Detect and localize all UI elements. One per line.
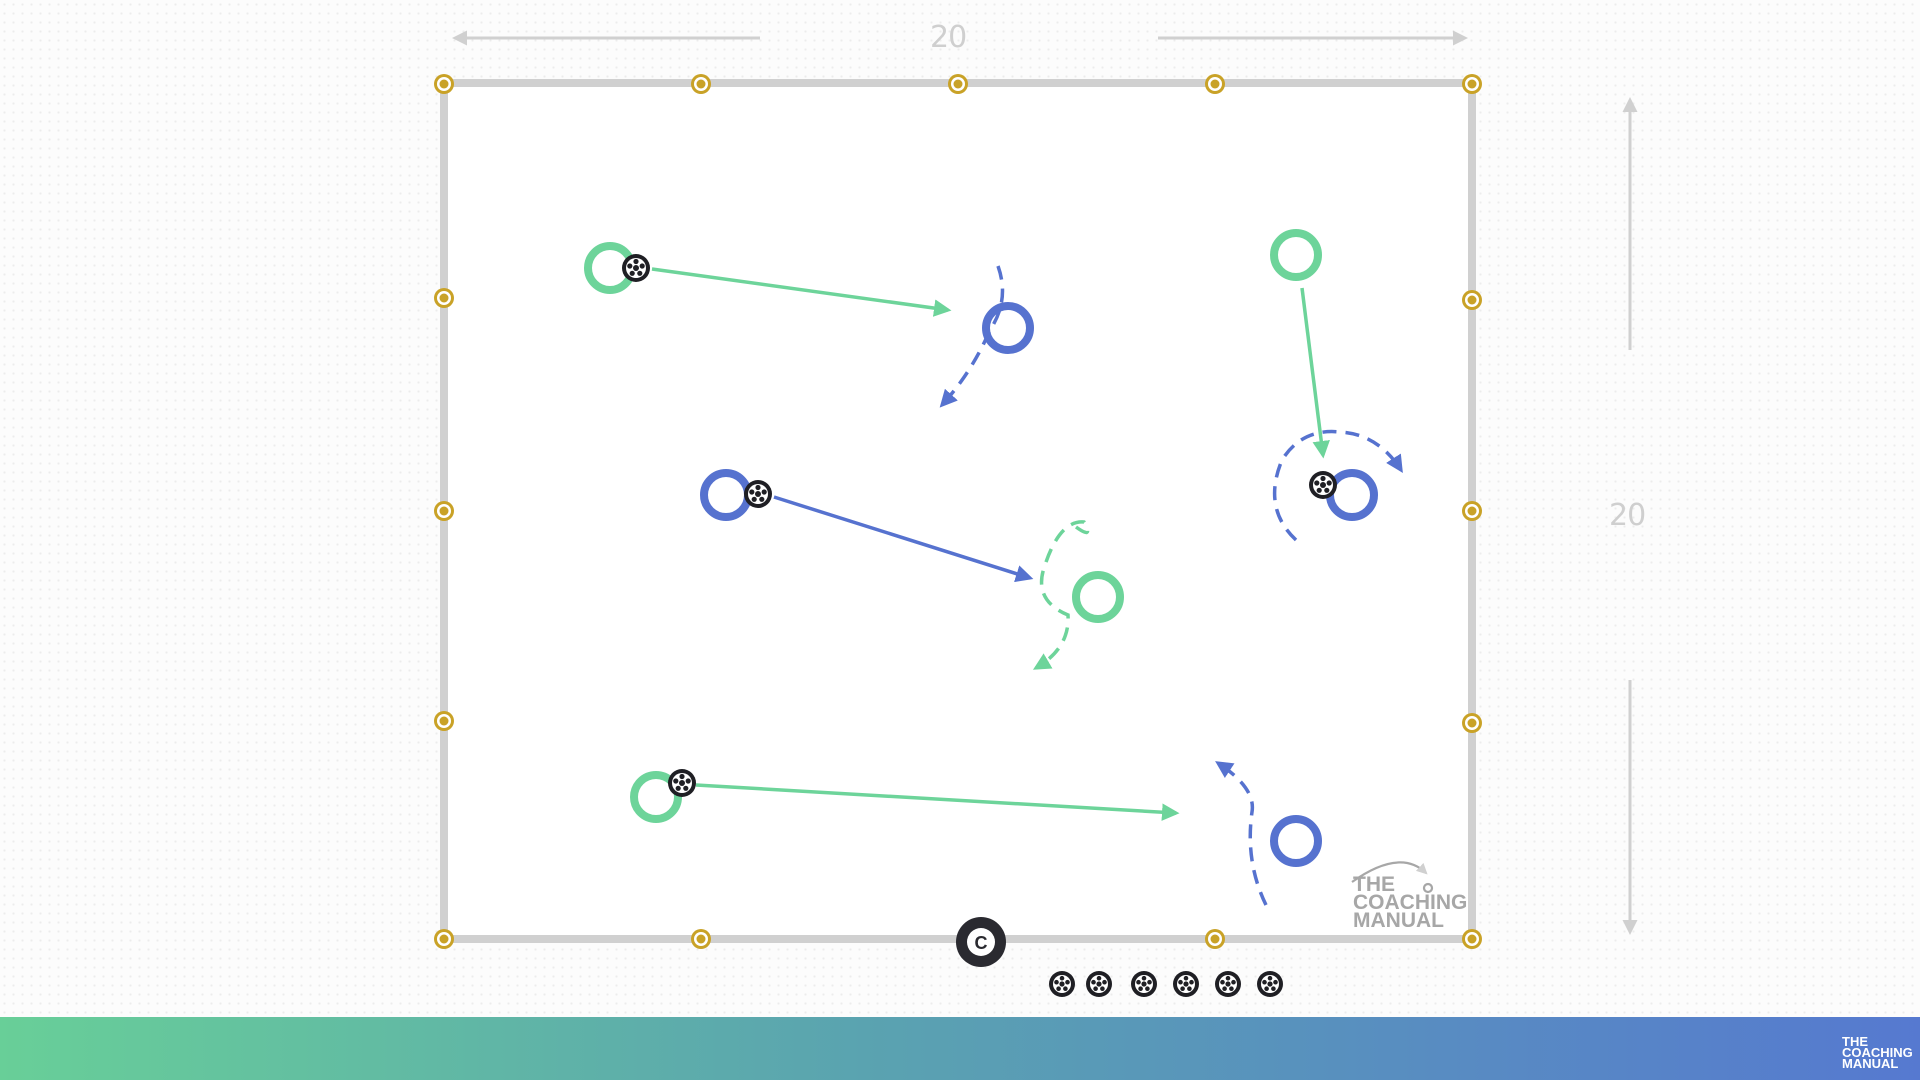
cone-icon [434, 74, 454, 94]
ball-icon [668, 769, 696, 797]
ball-icon [1086, 971, 1112, 997]
width-label: 20 [930, 20, 967, 55]
cone-icon [691, 929, 711, 949]
cone-icon [948, 74, 968, 94]
footer-logo-line: MANUAL [1842, 1056, 1899, 1072]
cone-icon [1462, 501, 1482, 521]
ball-icon [1257, 971, 1283, 997]
cone-icon [434, 501, 454, 521]
watermark-swoosh-icon [1351, 861, 1434, 894]
ball-icon [1131, 971, 1157, 997]
cone-icon [1205, 74, 1225, 94]
ball-icon [1309, 471, 1337, 499]
cone-icon [434, 288, 454, 308]
footer-logo-line: COACHING [1842, 1045, 1913, 1061]
movement-run [1215, 761, 1268, 906]
coaching-manual-watermark: THE COACHING MANUAL [1353, 873, 1468, 933]
cone-icon [434, 711, 454, 731]
footer-logo-line: THE [1842, 1034, 1868, 1049]
pitch-area [444, 83, 1472, 939]
footer-logo[interactable]: THE COACHING MANUAL [1842, 1034, 1913, 1072]
pass-arrow [651, 267, 952, 317]
watermark-line: THE [1353, 873, 1395, 896]
movement-runs [939, 265, 1403, 906]
pass-arrow [695, 783, 1180, 821]
cone-icon [1462, 929, 1482, 949]
blue-player [982, 302, 1034, 354]
pass-arrows [651, 267, 1330, 821]
pass-arrow [773, 495, 1034, 583]
cone-icon [1462, 74, 1482, 94]
ball-icon [1173, 971, 1199, 997]
coach-marker: C [956, 917, 1006, 967]
spare-balls [1049, 971, 1283, 997]
ball-icon [1049, 971, 1075, 997]
cone-icon [1462, 290, 1482, 310]
coach-label: C [975, 933, 988, 953]
watermark-line: COACHING [1353, 891, 1468, 915]
ball-icon [622, 254, 650, 282]
cone-icon [434, 929, 454, 949]
cone-icon [691, 74, 711, 94]
movement-run [1032, 520, 1090, 670]
green-player [630, 771, 682, 823]
ball-icon [1215, 971, 1241, 997]
blue-player [1270, 815, 1322, 867]
cone-icon [1462, 713, 1482, 733]
footer-bar [0, 1017, 1920, 1080]
height-label: 20 [1609, 498, 1646, 533]
pass-arrow [1300, 287, 1330, 459]
green-player [1270, 229, 1322, 281]
ball-icon [744, 480, 772, 508]
movement-run [1272, 429, 1403, 542]
cone-icon [1205, 929, 1225, 949]
green-player [1072, 571, 1124, 623]
watermark-line: MANUAL [1353, 909, 1444, 933]
